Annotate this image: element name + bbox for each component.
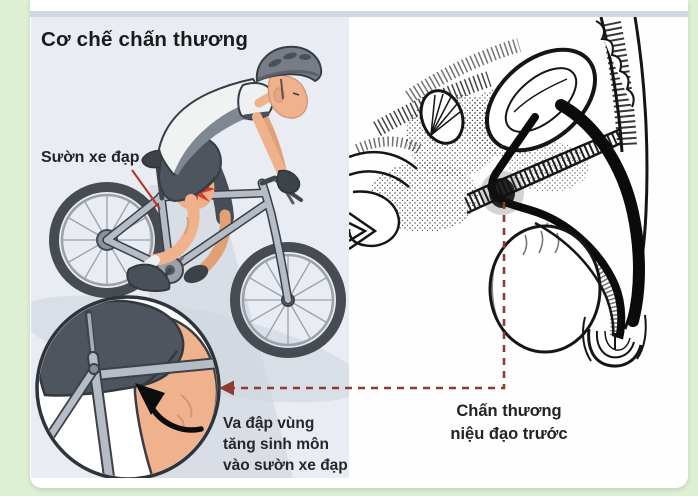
top-accent-band: [30, 11, 688, 17]
injury-site: [480, 171, 524, 215]
dorsal-band: [555, 99, 645, 327]
urethra: [488, 113, 626, 351]
cyclist-illustration: [31, 45, 349, 478]
impact-caption-line1: Va đập vùng: [223, 415, 315, 432]
face: [267, 74, 308, 119]
cycling-shoe: [126, 263, 171, 292]
inset-magnifier-circle: [35, 295, 221, 478]
urethra-caption-line2: niệu đạo trước: [450, 425, 568, 443]
impact-arrow-icon: [135, 383, 204, 433]
urethra-caption-line1: Chấn thương: [456, 402, 562, 420]
cyclist-head: [254, 45, 323, 119]
glove: [276, 169, 301, 194]
fat-lobules: [595, 20, 635, 108]
mechanism-panel: [31, 17, 349, 478]
pubic-symphysis: [419, 89, 465, 145]
stem: [259, 175, 278, 186]
urethra-injury-caption: Chấn thương niệu đạo trước: [423, 400, 595, 446]
pointer-line-icon: [131, 169, 161, 210]
bike-frame-label: Sườn xe đạp: [41, 149, 140, 166]
helmet-strap: [280, 78, 284, 100]
bladder: [484, 47, 598, 153]
eye: [292, 92, 300, 96]
impact-caption: Va đập vùng tăng sinh môn vào sườn xe đạ…: [223, 413, 363, 476]
anatomy-illustration: [349, 17, 649, 368]
impact-caption-line2: tăng sinh môn: [223, 436, 329, 453]
page-title: Cơ chế chấn thương: [41, 28, 249, 51]
impact-caption-line3: vào sườn xe đạp: [223, 457, 348, 474]
glans: [582, 314, 647, 368]
infographic-card: Cơ chế chấn thương Sườn xe đạp Va đập vù…: [30, 0, 688, 488]
abdominal-muscle-hatch: [601, 20, 637, 146]
